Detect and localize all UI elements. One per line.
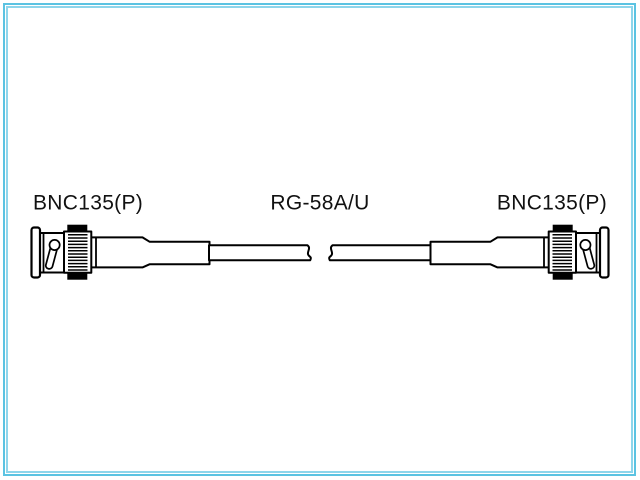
coax-cable bbox=[208, 244, 433, 262]
left-slot-circle bbox=[48, 239, 61, 251]
left-knurled-nut bbox=[63, 224, 93, 280]
inner-border-frame bbox=[6, 6, 633, 473]
cable-type-label: RG-58A/U bbox=[270, 192, 369, 215]
cable-left-segment bbox=[208, 244, 312, 262]
right-front-cap bbox=[598, 226, 610, 279]
left-nut-top-cap bbox=[67, 224, 88, 232]
right-knurled-nut bbox=[547, 224, 578, 280]
right-nut-knurling bbox=[552, 234, 572, 271]
right-bayonet-slot bbox=[579, 239, 596, 270]
left-bayonet-slot bbox=[44, 239, 61, 270]
cable-right-segment bbox=[328, 244, 433, 262]
left-connector-label: BNC135(P) bbox=[33, 192, 143, 215]
left-nut-bottom-cap bbox=[67, 272, 88, 280]
right-connector-body bbox=[429, 236, 550, 269]
right-nut-bottom-cap bbox=[552, 272, 573, 280]
right-slot-circle bbox=[579, 239, 592, 251]
right-connector-label: BNC135(P) bbox=[497, 192, 607, 215]
left-bnc-connector bbox=[30, 224, 211, 280]
left-front-cap bbox=[30, 226, 42, 279]
left-nut-knurling bbox=[68, 234, 88, 271]
right-bnc-connector bbox=[429, 224, 610, 280]
left-connector-body bbox=[90, 236, 211, 269]
right-nut-top-cap bbox=[552, 224, 573, 232]
